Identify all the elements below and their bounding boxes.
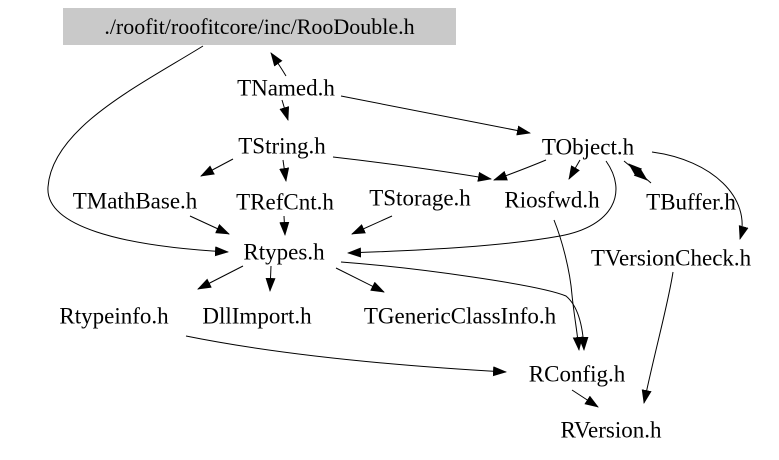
edge-rconfig-rversion — [571, 389, 599, 408]
edge-tstring-tmathbase — [200, 158, 234, 177]
node-rtypes[interactable]: Rtypes.h — [243, 239, 325, 265]
edge-trefcnt-rtypes — [279, 215, 290, 236]
node-rconfig[interactable]: RConfig.h — [528, 361, 626, 387]
node-tstring[interactable]: TString.h — [238, 133, 326, 159]
edge-tobject-tversioncheck — [651, 151, 749, 240]
edge-tstring-trefcnt — [279, 159, 290, 182]
node-rtypeinfo[interactable]: Rtypeinfo.h — [59, 303, 169, 329]
edge-rtypes-tgenericclassinfo — [335, 267, 385, 293]
node-tstorage[interactable]: TStorage.h — [369, 185, 471, 211]
edge-tobject-rtypes — [347, 160, 617, 258]
edge-rtypes-dllimport — [265, 265, 276, 292]
edge-tstorage-rtypes — [351, 215, 393, 235]
edge-riosfwd-rconfig — [553, 219, 583, 351]
node-tobject[interactable]: TObject.h — [541, 134, 635, 160]
node-tversioncheck[interactable]: TVersionCheck.h — [590, 245, 752, 271]
edge-tstring-riosfwd — [332, 156, 492, 182]
edge-tnamed-roodouble — [270, 52, 287, 77]
edge-roodouble-rtypes — [47, 45, 229, 257]
edge-tmathbase-rtypes — [189, 215, 230, 235]
edge-tversioncheck-rversion — [641, 271, 674, 404]
edge-rtypes-rconfig — [340, 261, 589, 351]
edge-tobject-riosfwd — [568, 159, 581, 180]
edge-rtypes-rtypeinfo — [197, 265, 244, 290]
node-rversion[interactable]: RVersion.h — [560, 417, 662, 443]
node-roodouble: ./roofit/roofitcore/inc/RooDouble.h — [63, 8, 456, 45]
node-tnamed[interactable]: TNamed.h — [237, 75, 335, 101]
edge-tnamed-tobject — [340, 95, 531, 136]
node-dllimport[interactable]: DllImport.h — [202, 303, 312, 329]
edge-tobject-tstorage — [493, 159, 547, 181]
node-tmathbase[interactable]: TMathBase.h — [72, 188, 198, 214]
node-tgenericclassinfo[interactable]: TGenericClassInfo.h — [363, 303, 557, 329]
node-tbuffer[interactable]: TBuffer.h — [646, 189, 736, 215]
edge-tnamed-tstring — [279, 99, 290, 121]
edge-rtypeinfo-rconfig — [185, 335, 507, 377]
edge-tbuffer-tobject — [628, 163, 652, 184]
node-trefcnt[interactable]: TRefCnt.h — [236, 189, 334, 215]
node-riosfwd[interactable]: Riosfwd.h — [504, 187, 600, 213]
